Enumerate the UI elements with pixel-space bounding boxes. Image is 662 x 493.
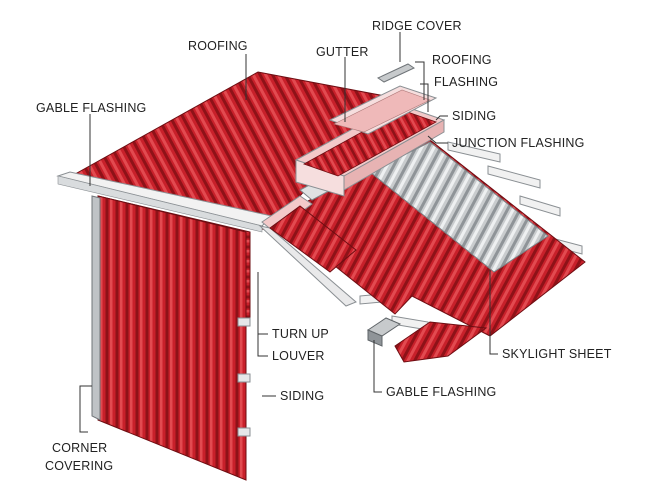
label-turn-up: TURN UP [272, 327, 329, 341]
label-gutter: GUTTER [316, 45, 369, 59]
label-siding-bottom: SIDING [280, 389, 324, 403]
gable-flashing-piece-face [367, 329, 383, 347]
label-gable-flashing-bottom: GABLE FLASHING [386, 385, 496, 399]
right-roof-sheet [299, 139, 586, 337]
label-junction-flashing: JUNCTION FLASHING [452, 136, 585, 150]
label-flashing: FLASHING [434, 75, 498, 89]
lower-roof-strip [394, 321, 488, 363]
corner-covering [91, 195, 101, 421]
side-wall-siding [97, 195, 247, 481]
label-ridge-cover: RIDGE COVER [372, 19, 462, 33]
label-corner-covering-2: COVERING [45, 459, 113, 473]
label-roofing-top: ROOFING [188, 39, 248, 53]
wall-girts [237, 317, 251, 437]
label-louver: LOUVER [272, 349, 325, 363]
louver-flashing [258, 225, 357, 307]
label-skylight-sheet: SKYLIGHT SHEET [502, 347, 612, 361]
label-siding-right: SIDING [452, 109, 496, 123]
labels: RIDGE COVER ROOFING GUTTER ROOFING FLASH… [36, 19, 612, 473]
gutter-assembly [294, 85, 446, 197]
gable-flashing-left-face [57, 175, 263, 233]
label-roofing-right: ROOFING [432, 53, 492, 67]
leader-lines [79, 32, 498, 433]
label-gable-flashing-left: GABLE FLASHING [36, 101, 146, 115]
label-corner-covering-1: CORNER [52, 441, 107, 455]
valley-roof [269, 205, 357, 273]
ridge-cover [376, 63, 416, 83]
